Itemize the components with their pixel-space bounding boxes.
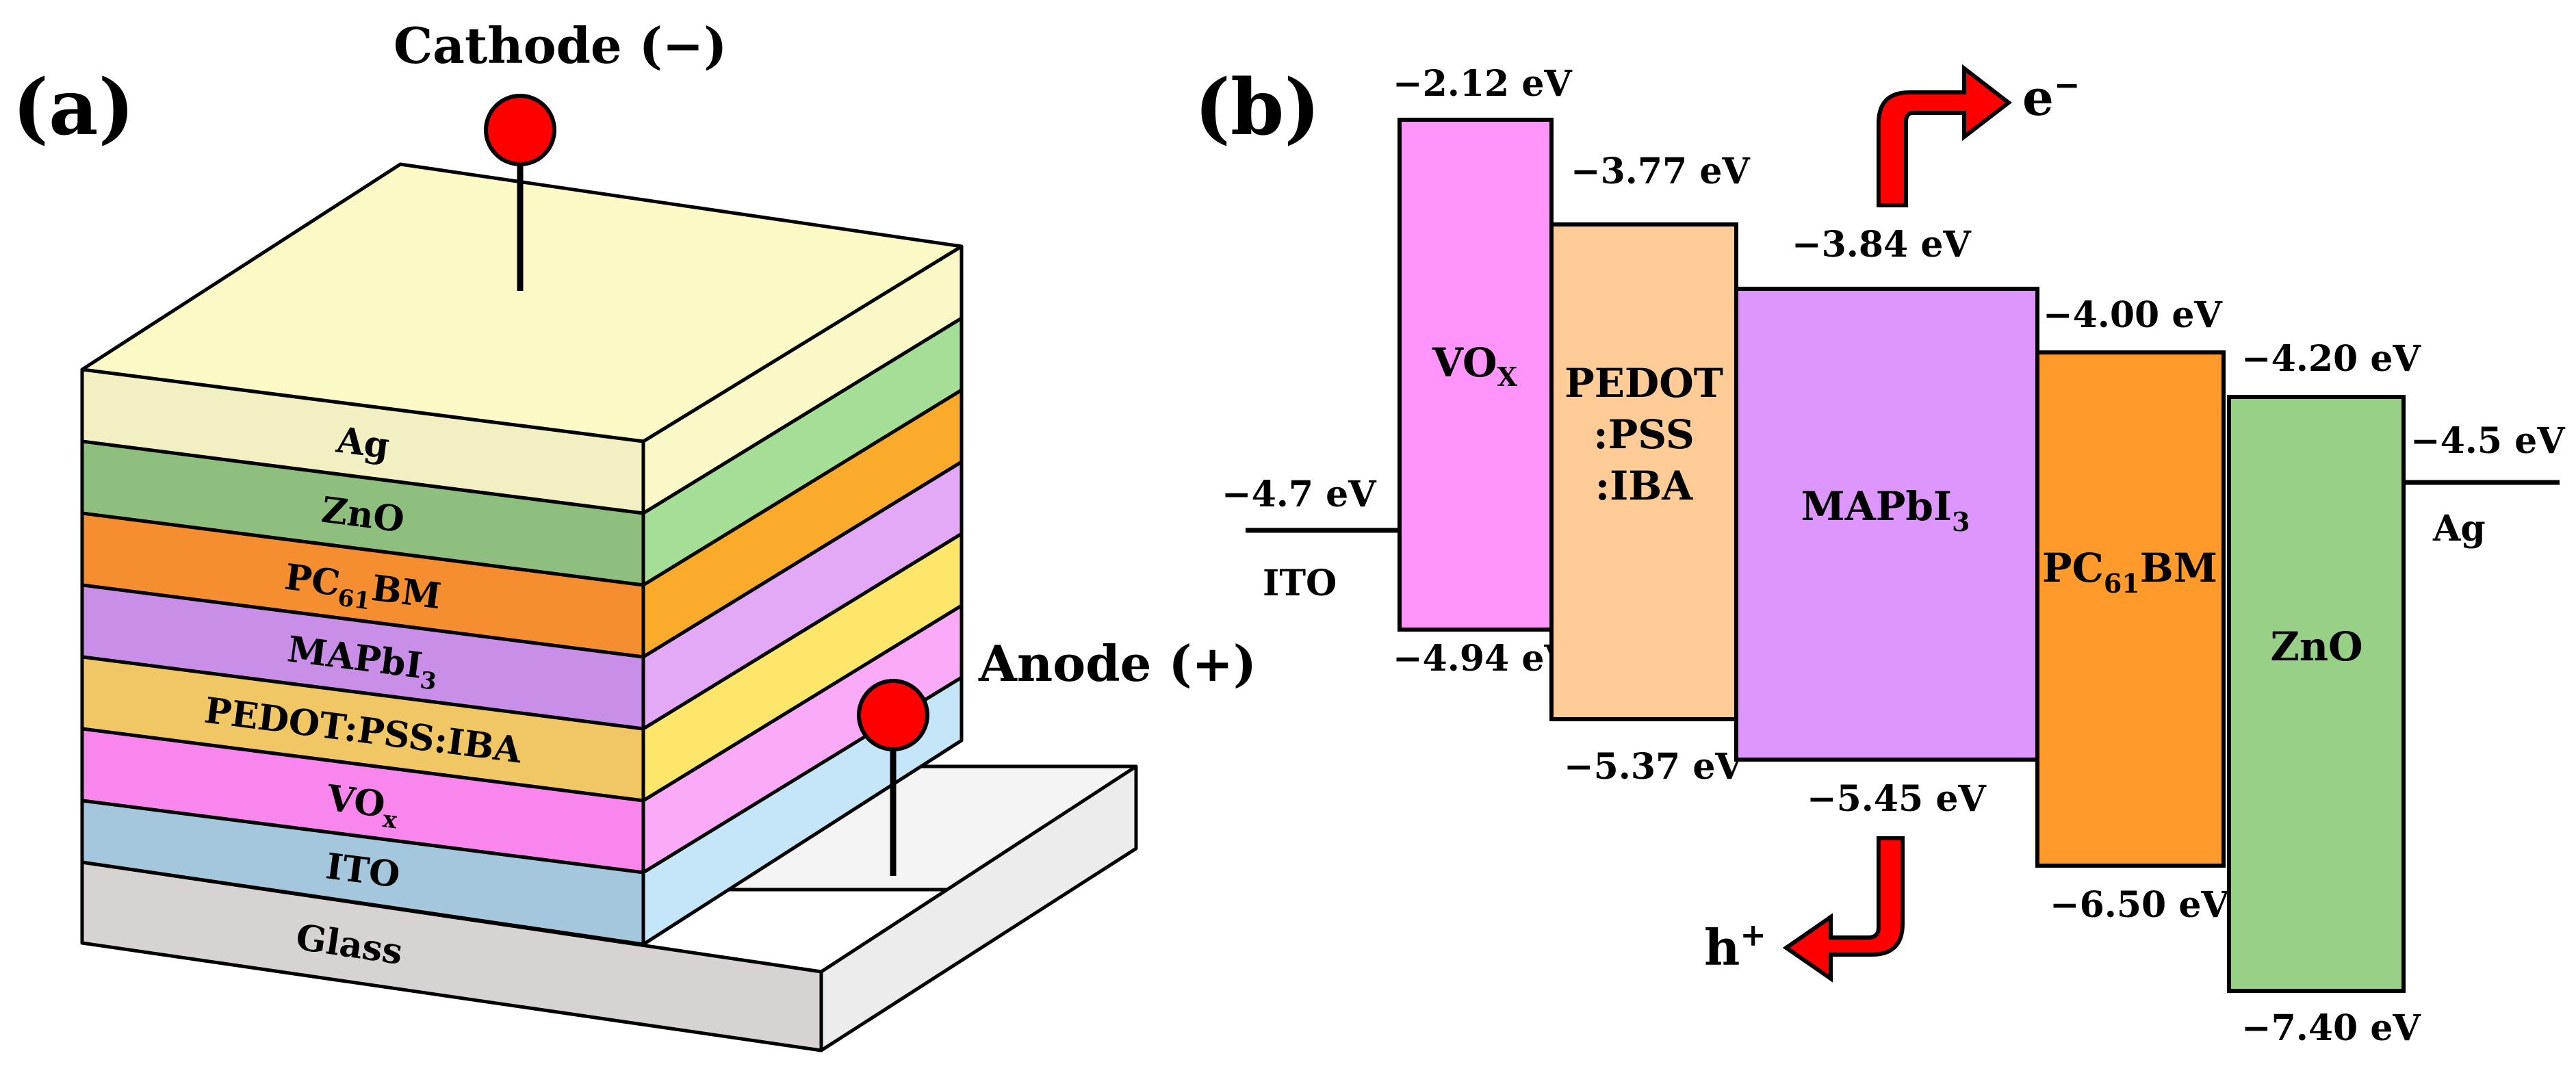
band-label-pcbm: PC61BM: [2042, 545, 2217, 599]
upper-value-vox: −2.12 eV: [1393, 63, 1573, 105]
panel-a-label: (a): [12, 63, 135, 153]
band-zno: ZnO −4.20 eV −7.40 eV: [2227, 338, 2421, 1049]
ag-level: −4.5 eV Ag: [2404, 420, 2566, 550]
band-label-pedot-1: PEDOT: [1564, 360, 1723, 406]
lower-value-pedot: −5.37 eV: [1564, 746, 1744, 788]
hole-label: h+: [1704, 916, 1766, 977]
lower-value-mapbi: −5.45 eV: [1807, 778, 1987, 820]
upper-value-pedot: −3.77 eV: [1571, 151, 1751, 192]
ag-label: Ag: [2432, 508, 2486, 550]
cathode-label: Cathode (−): [394, 16, 727, 75]
band-pcbm: PC61BM −4.00 eV −6.50 eV: [2035, 294, 2230, 926]
band-pedot: PEDOT :PSS :IBA −3.77 eV −5.37 eV: [1549, 151, 1751, 788]
panel-a: (a) A: [12, 16, 1257, 1052]
upper-value-mapbi: −3.84 eV: [1792, 224, 1972, 266]
ag-level-value: −4.5 eV: [2410, 420, 2566, 462]
lower-value-pcbm: −6.50 eV: [2050, 884, 2230, 926]
band-label-zno: ZnO: [2270, 623, 2362, 670]
layer-side-faces: [641, 244, 964, 946]
lower-value-zno: −7.40 eV: [2241, 1007, 2421, 1049]
band-mapbi: MAPbI3 −3.84 eV −5.45 eV: [1734, 224, 2039, 820]
band-rect-pcbm: [2035, 350, 2226, 868]
band-label-mapbi: MAPbI3: [1801, 483, 1970, 537]
electron-label: e−: [2022, 66, 2080, 127]
panel-b-label: (b): [1194, 63, 1320, 153]
label-pcbm: PC61BM: [281, 556, 443, 625]
upper-value-pcbm: −4.00 eV: [2043, 294, 2223, 336]
electron-arrow-icon: [1877, 64, 2012, 207]
hole-arrow-icon: [1782, 836, 1905, 983]
anode-contact: [857, 679, 929, 751]
front-ito: [80, 799, 645, 946]
electron-arrow: e−: [1877, 64, 2080, 207]
band-rect-pedot: [1549, 222, 1738, 721]
band-label-pedot-3: :IBA: [1595, 463, 1694, 509]
band-rect-mapbi: [1734, 287, 2039, 762]
panel-b: (b) −4.7 eV ITO VOX −2.12 eV −4.94 eV PE…: [1194, 63, 2566, 1049]
upper-value-zno: −4.20 eV: [2241, 338, 2421, 380]
band-vox: VOX −2.12 eV −4.94 eV: [1393, 63, 1573, 680]
ito-label: ITO: [1263, 563, 1337, 604]
anode-electrode: Anode (+): [857, 634, 1257, 876]
label-vox: VOx: [323, 777, 402, 834]
band-rect-vox: [1398, 118, 1554, 632]
cathode-electrode: Cathode (−): [394, 16, 727, 291]
band-rect-zno: [2227, 395, 2406, 993]
lower-value-vox: −4.94 eV: [1393, 638, 1573, 680]
ito-level: −4.7 eV ITO: [1222, 474, 1400, 604]
band-label-pedot-2: :PSS: [1593, 411, 1695, 458]
layer-front-faces: [80, 367, 645, 946]
anode-label: Anode (+): [978, 634, 1257, 693]
hole-arrow: h+: [1704, 836, 1905, 983]
band-label-vox: VOX: [1432, 339, 1518, 392]
ito-level-value: −4.7 eV: [1222, 474, 1377, 515]
cathode-contact: [484, 94, 556, 166]
label-ito: ITO: [324, 845, 402, 896]
label-ag: Ag: [333, 419, 391, 467]
